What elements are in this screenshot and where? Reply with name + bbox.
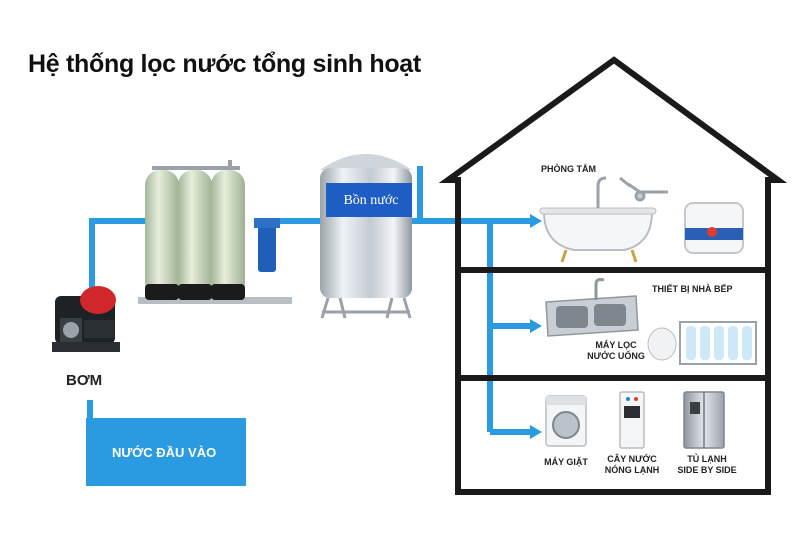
pipe-network [87, 166, 530, 435]
washer-label-line1: MÁY GIẶT [544, 457, 588, 467]
kitchen-label: THIẾT BỊ NHÀ BẾP [652, 284, 733, 294]
pipe-arrows [530, 214, 542, 439]
water-pump-icon [52, 286, 120, 352]
washer-label: MÁY GIẶT [536, 457, 596, 468]
page-title: Hệ thống lọc nước tổng sinh hoạt [28, 50, 421, 78]
pipe-pump-to-filters [89, 218, 148, 318]
water-dispenser-icon [619, 391, 645, 449]
pump-label: BƠM [66, 372, 103, 389]
arrow-kitchen-icon [530, 319, 542, 333]
filter-columns-icon [138, 160, 292, 304]
dispenser-label-line1: CÂY NƯỚC [607, 454, 657, 464]
fridge-label: TỦ LẠNH SIDE BY SIDE [672, 454, 742, 476]
kitchen-sink-icon [545, 278, 639, 337]
fridge-label-line2: SIDE BY SIDE [677, 465, 737, 475]
tank-label: Bồn nước [343, 193, 399, 208]
purifier-label: MÁY LỌC NƯỚC UỐNG [586, 340, 646, 362]
arrow-appliances-icon [530, 425, 542, 439]
bathroom-label: PHÒNG TẮM [541, 164, 596, 174]
fridge-icon [683, 391, 725, 449]
purifier-label-line1: MÁY LỌC [595, 340, 637, 350]
house-outline [438, 56, 788, 495]
washing-machine-icon [545, 395, 587, 447]
dispenser-label: CÂY NƯỚC NÓNG LẠNH [600, 454, 664, 476]
inlet-box [86, 418, 246, 486]
inlet-label: NƯỚC ĐẦU VÀO [112, 445, 217, 460]
water-heater-icon [684, 202, 744, 254]
bathtub-icon [539, 176, 657, 263]
fridge-label-line1: TỦ LẠNH [687, 454, 727, 464]
water-purifier-icon [647, 321, 757, 365]
arrow-bathroom-icon [530, 214, 542, 228]
shower-faucet-icon [619, 176, 668, 202]
stainless-water-tank-icon [320, 154, 412, 319]
dispenser-label-line2: NÓNG LẠNH [604, 465, 660, 475]
purifier-label-line2: NƯỚC UỐNG [587, 351, 645, 361]
